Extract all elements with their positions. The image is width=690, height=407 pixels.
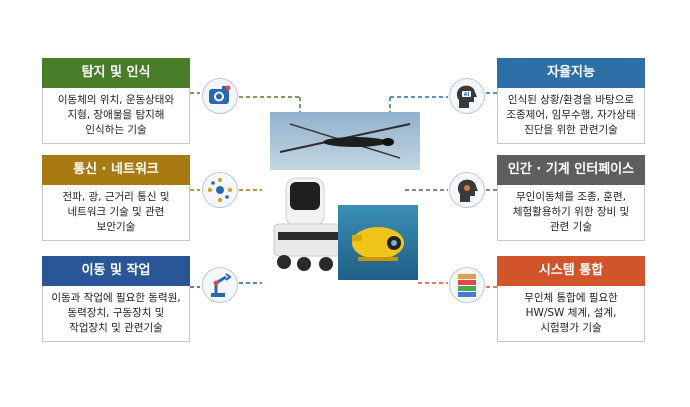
card-detection-description: 이동체의 위치, 운동상태와 지형, 장애물을 탐지해 인식하는 기술 [42,88,190,144]
network-icon [202,172,238,208]
card-hmi-title: 인간 · 기계 인터페이스 [497,155,645,185]
card-integration: 시스템 통합 무인체 통합에 필요한 HW/SW 체계, 설계, 시험평가 기술 [497,256,645,342]
card-mobility: 이동 및 작업 이동과 작업에 필요한 동력원, 동력장치, 구동장치 및 작업… [42,256,190,342]
connector-detection [190,92,301,112]
card-communication-description: 전파, 광, 근거리 통신 및 네트워크 기술 및 관련 보안기술 [42,185,190,241]
connector-autonomy [389,92,497,112]
delivery-robot-photo [262,170,412,278]
card-detection: 탐지 및 인식 이동체의 위치, 운동상태와 지형, 장애물을 탐지해 인식하는… [42,58,190,144]
layers-icon [449,267,485,303]
camera-icon [202,78,238,114]
underwater-drone-photo [338,205,418,280]
human-head-icon [449,172,485,208]
robot-arm-icon [202,267,238,303]
drone-photo [270,112,420,170]
card-hmi: 인간 · 기계 인터페이스 무인이동체를 조종, 훈련, 체험활용하기 위한 장… [497,155,645,241]
card-integration-description: 무인체 통합에 필요한 HW/SW 체계, 설계, 시험평가 기술 [497,286,645,342]
card-detection-title: 탐지 및 인식 [42,58,190,88]
card-mobility-description: 이동과 작업에 필요한 동력원, 동력장치, 구동장치 및 작업장치 및 관련기… [42,286,190,342]
svg-text:AI: AI [464,92,470,98]
card-integration-title: 시스템 통합 [497,256,645,286]
card-communication-title: 통신 · 네트워크 [42,155,190,185]
ai-head-icon: AI [449,78,485,114]
card-autonomy-description: 인식된 상황/환경을 바탕으로 조종제어, 임무수행, 자가상태 진단을 위한 … [497,88,645,144]
card-communication: 통신 · 네트워크 전파, 광, 근거리 통신 및 네트워크 기술 및 관련 보… [42,155,190,241]
card-hmi-description: 무인이동체를 조종, 훈련, 체험활용하기 위한 장비 및 관련 기술 [497,185,645,241]
connector-integration [418,282,497,288]
card-autonomy: 자율지능 인식된 상황/환경을 바탕으로 조종제어, 임무수행, 자가상태 진단… [497,58,645,144]
card-autonomy-title: 자율지능 [497,58,645,88]
connector-mobility [190,282,262,288]
card-mobility-title: 이동 및 작업 [42,256,190,286]
